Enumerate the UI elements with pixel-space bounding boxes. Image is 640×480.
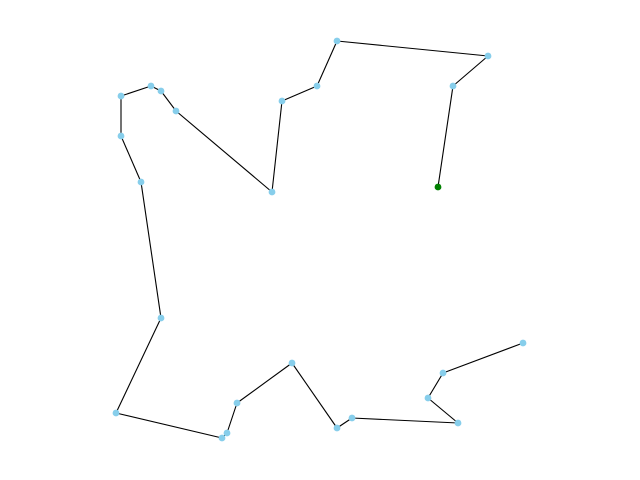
edge-n17-n18: [236, 362, 293, 404]
graph-node: [268, 188, 276, 196]
graph-node: [117, 132, 125, 140]
graph-node: [157, 87, 165, 95]
graph-node: [137, 178, 145, 186]
graph-node: [333, 424, 341, 432]
graph-node: [147, 82, 155, 90]
graph-node: [112, 409, 120, 417]
graph-node: [424, 394, 432, 402]
graph-node: [313, 82, 321, 90]
edge-n5-n6: [271, 100, 283, 193]
graph-node: [484, 52, 492, 60]
graph-node: [348, 414, 356, 422]
edge-n18-n19: [291, 362, 338, 429]
edge-n14-n15: [115, 412, 223, 439]
graph-node: [439, 369, 447, 377]
edge-n1-n2: [452, 55, 489, 87]
edge-n16-n17: [226, 402, 238, 434]
edge-n6-n7: [175, 110, 273, 193]
graph-node: [288, 359, 296, 367]
graph-node: [218, 434, 226, 442]
graph-node: [278, 97, 286, 105]
graph-node: [454, 419, 462, 427]
edge-n2-n3: [336, 40, 489, 57]
graph-node: [117, 92, 125, 100]
edge-n0-n1: [437, 85, 454, 188]
start-node: [434, 183, 442, 191]
graph-node: [519, 339, 527, 347]
edge-n3-n4: [316, 40, 338, 87]
edge-n22-n23: [427, 372, 444, 399]
edge-n7-n8: [160, 90, 177, 112]
edge-n20-n21: [351, 417, 459, 424]
edges-layer: [115, 40, 524, 439]
edge-n9-n10: [120, 85, 152, 97]
graph-node: [333, 37, 341, 45]
edge-n13-n14: [115, 317, 162, 414]
graph-node: [223, 429, 231, 437]
edge-n12-n13: [140, 181, 162, 319]
edge-n4-n5: [281, 85, 318, 102]
nodes-layer: [112, 37, 527, 442]
edge-n21-n22: [427, 397, 459, 424]
graph-node: [233, 399, 241, 407]
edge-n23-n24: [442, 342, 524, 374]
graph-node: [157, 314, 165, 322]
edge-n11-n12: [120, 135, 142, 183]
graph-node: [172, 107, 180, 115]
graph-node: [449, 82, 457, 90]
